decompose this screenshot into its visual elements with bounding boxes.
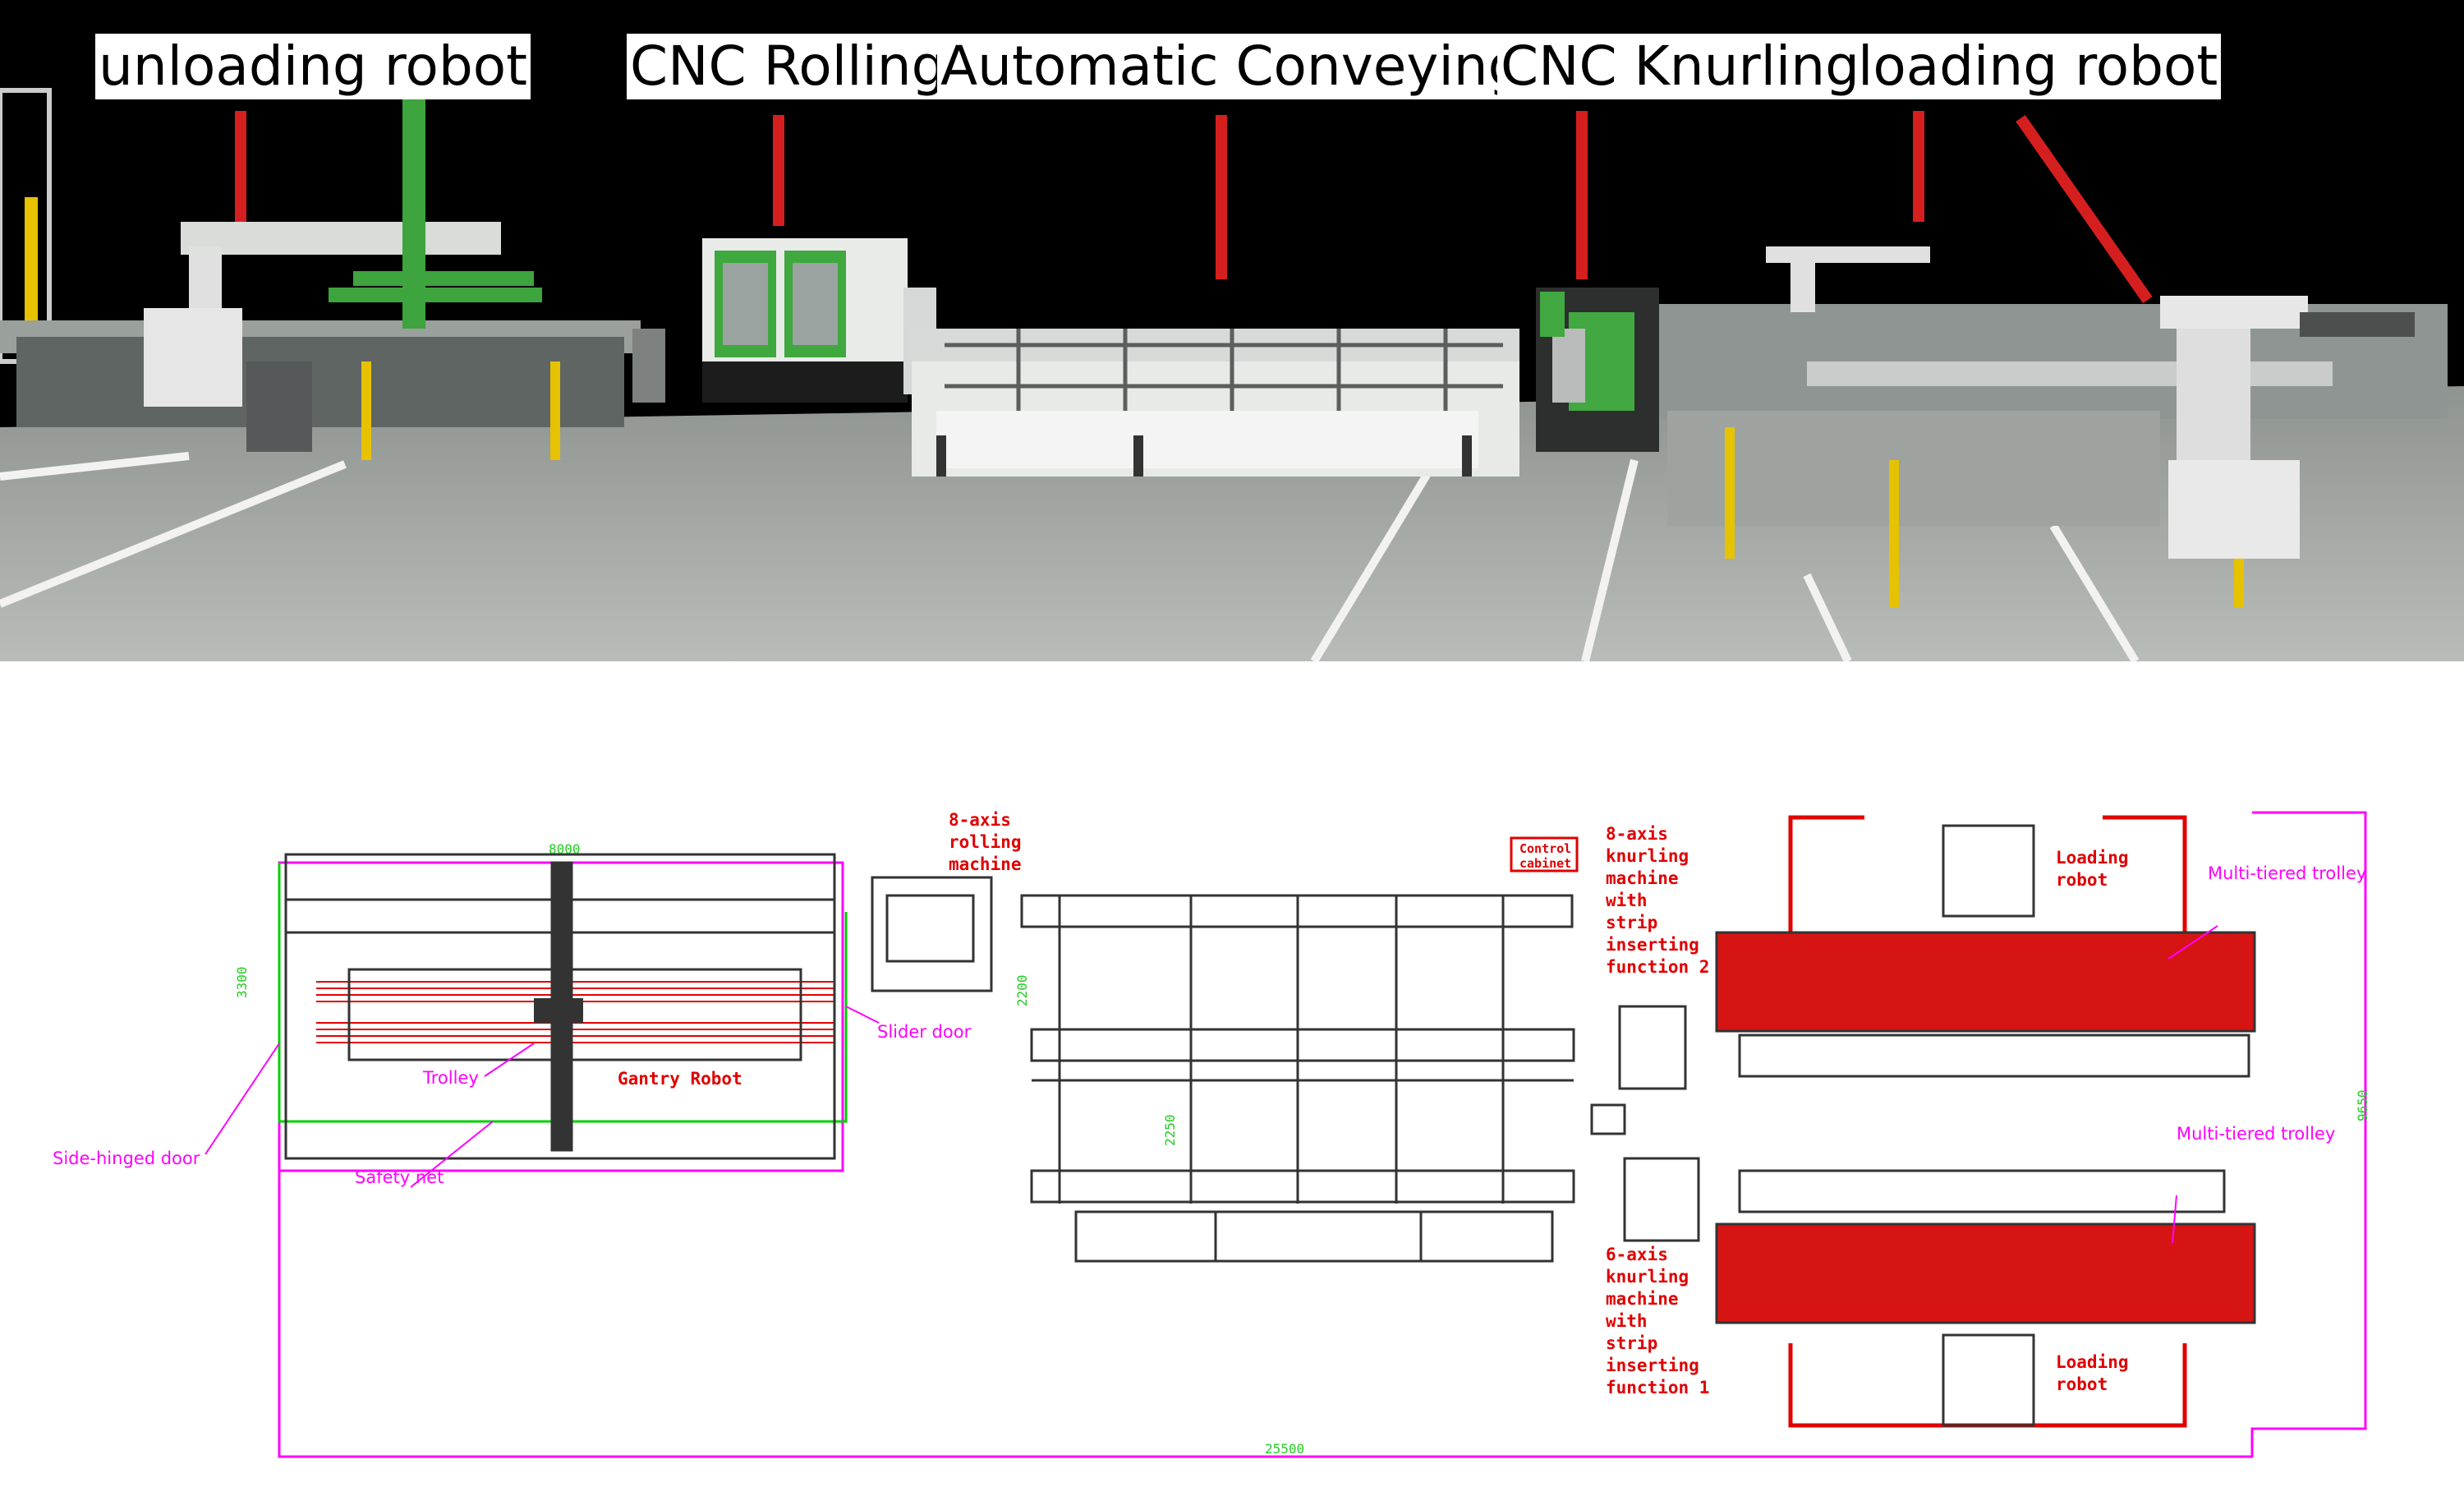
knurling-machine-1-block	[1623, 1157, 1700, 1242]
multi-tiered-trolley-top	[1715, 931, 2256, 1033]
label-loading-robot-bottom-l1: Loading	[2056, 1352, 2129, 1372]
label-loading-robot-bottom-l2: robot	[2056, 1374, 2108, 1394]
conveying-table	[912, 329, 1519, 477]
rack-bottom	[1738, 1169, 2226, 1213]
label-knurling1-l4: with	[1606, 1311, 1648, 1331]
label-loading-robot-top-l2: robot	[2056, 870, 2108, 890]
label-trolley: Trolley	[422, 1068, 479, 1088]
label-rolling-machine-l1: 8-axis	[949, 810, 1011, 830]
label-cnc-rolling: CNC Rolling	[627, 34, 949, 99]
rolling-machine-inner	[885, 894, 975, 963]
loading-robot-bottom-body	[1942, 1333, 2035, 1427]
pointer-loading-1	[1913, 111, 1924, 222]
label-gantry-robot: Gantry Robot	[618, 1069, 742, 1089]
label-automatic-conveying: Automatic Conveying	[937, 34, 1526, 99]
label-knurling1-l1: 6-axis	[1606, 1245, 1668, 1264]
pointer-conveying	[1216, 115, 1227, 279]
rack-top	[1738, 1034, 2250, 1078]
plan-drawing: 8000 3300 2200 2250 9650 25500 8-axis ro…	[53, 810, 2370, 1458]
label-knurling1-l7: function 1	[1606, 1378, 1709, 1397]
pointer-knurling	[1576, 111, 1588, 279]
label-knurling2-l4: with	[1606, 891, 1648, 910]
trolley-frame	[347, 968, 802, 1061]
label-knurling2-l6: inserting	[1606, 935, 1699, 955]
loading-robot-top-body	[1942, 824, 2035, 918]
label-knurling2-l7: function 2	[1606, 957, 1709, 977]
dim-2250: 2250	[1162, 1114, 1178, 1146]
label-control-cabinet-l2: cabinet	[1519, 856, 1571, 871]
label-unloading-robot: unloading robot	[95, 34, 531, 99]
label-trolley-bottom: Multi-tiered trolley	[2177, 1124, 2335, 1144]
label-rolling-machine-l3: machine	[949, 854, 1022, 874]
pointer-unloading	[235, 111, 246, 222]
control-cabinet-box	[1510, 836, 1579, 873]
dim-8000: 8000	[549, 841, 581, 857]
knurling-machine-2-block	[1618, 1005, 1687, 1090]
cad-layout-plan: 8000 3300 2200 2250 9650 25500 8-axis ro…	[0, 661, 2464, 1501]
dim-25500: 25500	[1265, 1441, 1304, 1457]
pointer-rolling	[773, 115, 784, 226]
label-cnc-knurling: CNC Knurling	[1497, 34, 1863, 99]
label-slider-door: Slider door	[877, 1022, 972, 1042]
conveyor-frame	[1020, 894, 1575, 1263]
loading-robot-top-fence	[1788, 815, 2187, 949]
production-line-photo: unloading robot CNC Rolling Automatic Co…	[0, 0, 2464, 661]
leader-lines	[205, 925, 2218, 1244]
label-loading-robot: loading robot	[1855, 34, 2222, 99]
label-knurling1-l5: strip	[1606, 1333, 1657, 1353]
rolling-machine-block	[871, 876, 993, 992]
label-knurling1-l6: inserting	[1606, 1356, 1699, 1375]
label-trolley-top: Multi-tiered trolley	[2208, 863, 2366, 883]
label-loading-robot-top-l1: Loading	[2056, 848, 2129, 868]
photo-scene	[0, 88, 2464, 661]
label-knurling1-l2: knurling	[1606, 1267, 1689, 1287]
gantry-head	[534, 998, 583, 1023]
unloading-station	[0, 88, 665, 460]
gantry-frame	[284, 853, 836, 1160]
dim-2200: 2200	[1014, 974, 1030, 1006]
label-rolling-machine-l2: rolling	[949, 832, 1022, 852]
cnc-rolling-machine	[702, 238, 936, 403]
overall-boundary	[278, 811, 2367, 1458]
cnc-knurling-machine	[1536, 288, 1659, 452]
dim-9650: 9650	[2355, 1089, 2370, 1121]
label-side-hinged-door: Side-hinged door	[53, 1149, 200, 1168]
label-knurling1-l3: machine	[1606, 1289, 1679, 1309]
label-safety-net: Safety net	[355, 1167, 444, 1187]
label-knurling2-l2: knurling	[1606, 846, 1689, 866]
loading-station	[1659, 246, 2448, 608]
label-knurling2-l5: strip	[1606, 913, 1657, 932]
dim-3300: 3300	[234, 966, 250, 998]
multi-tiered-trolley-bottom	[1715, 1222, 2256, 1324]
label-knurling2-l1: 8-axis	[1606, 824, 1668, 844]
label-knurling2-l3: machine	[1606, 868, 1679, 888]
label-control-cabinet-l1: Control	[1519, 841, 1571, 856]
knurling-fixture	[1590, 1103, 1626, 1135]
gantry-trolley-bars	[316, 981, 834, 1043]
floor-lines	[0, 441, 2140, 661]
